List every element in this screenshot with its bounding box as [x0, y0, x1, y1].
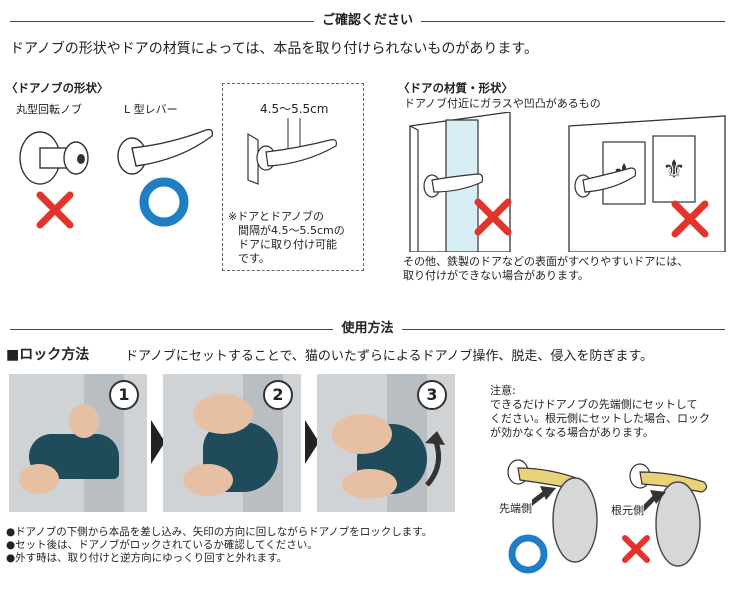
lever-illustration: [117, 128, 214, 175]
material-note-line-2: 取り付けができない場合があります。: [403, 269, 589, 282]
material-note-line-1: その他、鉄製のドアなどの表面がすべりやすいドアには、: [403, 255, 689, 268]
step-photo-1: 1: [9, 374, 147, 512]
lock-heading: ■ロック方法: [6, 347, 90, 363]
caution-line-3: が効かなくなる場合があります。: [490, 426, 654, 439]
step-arrow-1: [151, 420, 165, 464]
section-title-usage: 使用方法: [0, 320, 735, 338]
gap-note-line-1: ※ドアとドアノブの: [228, 210, 325, 223]
step-arrow-2: [305, 420, 319, 464]
knob-shape-heading: 〈ドアノブの形状〉: [6, 81, 109, 95]
gap-note-line-4: です。: [238, 252, 270, 265]
bullet-2: ●セット後は、ドアノブがロックされているか確認してください。: [6, 539, 318, 551]
base-side-label: 根元側: [611, 502, 644, 518]
section-title-confirm: ご確認ください: [0, 12, 735, 30]
door-material-heading: 〈ドアの材質・形状〉: [398, 81, 513, 95]
gap-note-line-2: 間隔が4.5〜5.5cmの: [238, 224, 345, 237]
ok-circle-icon: [139, 177, 189, 227]
section-title-text: ご確認ください: [313, 13, 421, 28]
bullet-3: ●外す時は、取り付けと逆方向にゆっくり回すと外れます。: [6, 552, 288, 564]
ng-cross-icon: [36, 191, 74, 229]
step-photo-2: 2: [163, 374, 301, 512]
lock-description: ドアノブにセットすることで、猫のいたずらによるドアノブ操作、脱走、侵入を防ぎます…: [125, 349, 654, 364]
step-badge-2: 2: [263, 380, 293, 410]
tip-side-label: 先端側: [499, 500, 532, 516]
rotate-arrow-icon: [425, 431, 445, 487]
step-badge-3: 3: [417, 380, 447, 410]
gap-note-line-3: ドアに取り付け可能: [238, 238, 337, 251]
glass-door-illustration: [409, 112, 512, 252]
intro-text: ドアノブの形状やドアの材質によっては、本品を取り付けられないものがあります。: [10, 41, 538, 57]
caution-title: 注意:: [490, 384, 516, 397]
gap-measure-label: 4.5〜5.5cm: [260, 102, 329, 116]
round-knob-illustration: [19, 131, 89, 185]
relief-door-illustration: ⚜ ⚜: [568, 115, 726, 252]
gap-lever-illustration: [247, 118, 337, 185]
caution-line-1: できるだけドアノブの先端側にセットして: [490, 398, 698, 411]
section-title-usage-text: 使用方法: [333, 321, 402, 336]
bullet-1: ●ドアノブの下側から本品を差し込み、矢印の方向に回しながらドアノブをロックします…: [6, 526, 433, 538]
step-badge-1: 1: [109, 380, 139, 410]
lever-label: L 型レバー: [124, 103, 178, 116]
step-photo-3: 3: [317, 374, 455, 512]
caution-illustration: [507, 459, 708, 574]
caution-line-2: ください。根元側にセットした場合、ロック: [490, 412, 710, 425]
gap-spec-box: [222, 83, 364, 271]
glass-door-label: ドアノブ付近にガラスや凹凸があるもの: [404, 97, 601, 110]
round-knob-label: 丸型回転ノブ: [16, 103, 82, 116]
svg-text:⚜: ⚜: [662, 155, 685, 185]
